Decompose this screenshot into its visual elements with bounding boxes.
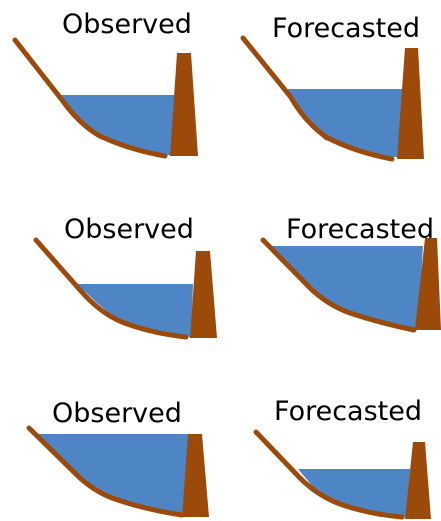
reservoir-water	[288, 89, 404, 157]
valley-slope	[12, 37, 168, 159]
panel-label: Observed	[62, 9, 192, 40]
reservoir-panel-observed-row1: Observed	[12, 9, 198, 159]
valley-slope	[26, 425, 185, 518]
panel-label: Forecasted	[286, 214, 434, 245]
dam-wall	[182, 434, 209, 517]
panel-label: Observed	[64, 214, 194, 245]
reservoir-water	[77, 284, 193, 337]
dam-wall	[405, 442, 431, 519]
reservoir-panel-forecasted-row2: Forecasted	[260, 214, 441, 333]
reservoir-panel-observed-row2: Observed	[33, 214, 217, 340]
reservoir-water	[36, 434, 188, 513]
dam-wall	[415, 238, 441, 330]
panel-label: Forecasted	[272, 13, 420, 44]
dam-wall	[170, 53, 198, 156]
reservoir-panel-observed-row3: Observed	[26, 398, 209, 518]
valley-slope	[240, 35, 395, 162]
valley-slope	[260, 237, 417, 333]
valley-slope	[253, 429, 405, 520]
panel-label: Forecasted	[274, 396, 422, 427]
dam-wall	[397, 48, 424, 159]
reservoir-panel-forecasted-row1: Forecasted	[240, 13, 424, 162]
reservoir-water	[268, 246, 423, 328]
reservoir-panel-forecasted-row3: Forecasted	[253, 396, 431, 520]
reservoir-water	[298, 469, 410, 517]
panel-label: Observed	[52, 398, 182, 429]
dam-wall	[190, 251, 217, 338]
reservoir-water	[60, 95, 175, 155]
valley-slope	[33, 237, 189, 340]
